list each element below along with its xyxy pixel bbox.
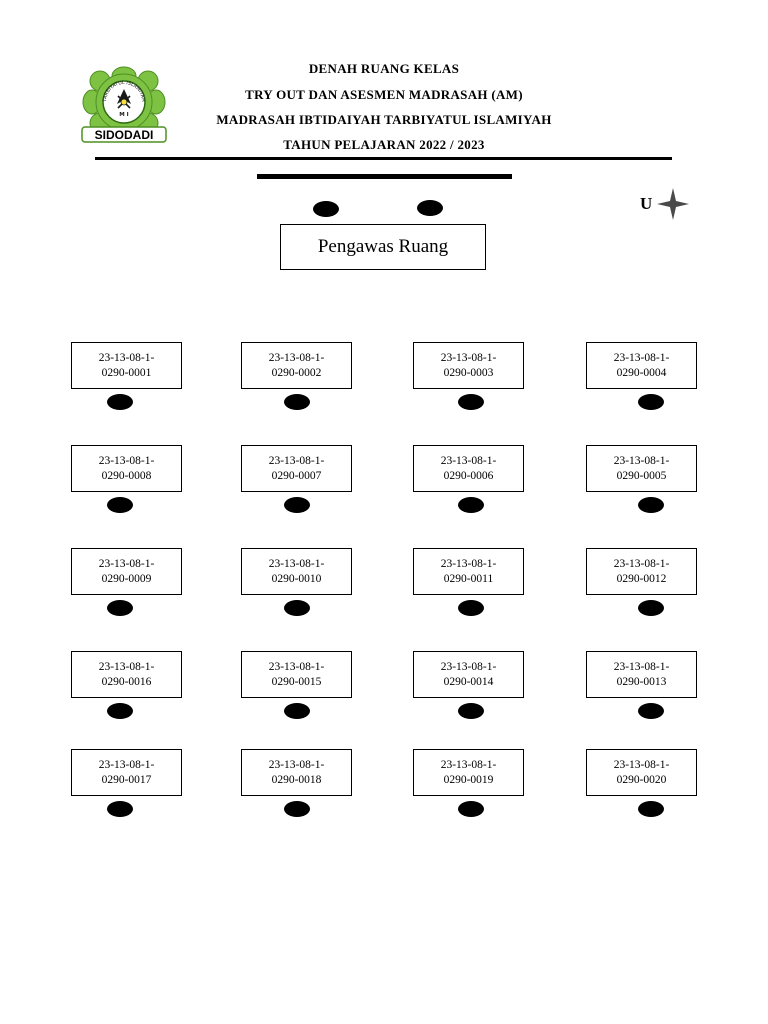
- student-desk: 23-13-08-1- 0290-0019: [413, 749, 524, 796]
- school-name: MADRASAH IBTIDAIYAH TARBIYATUL ISLAMIYAH: [216, 112, 552, 127]
- exam-number-line2: 0290-0003: [443, 366, 494, 379]
- student-chair: [284, 497, 310, 513]
- student-desk: 23-13-08-1- 0290-0020: [586, 749, 697, 796]
- exam-number-line1: 23-13-08-1-: [98, 557, 155, 570]
- exam-number-line2: 0290-0009: [101, 572, 152, 585]
- student-desk: 23-13-08-1- 0290-0011: [413, 548, 524, 595]
- logo-initials: M I: [119, 112, 128, 118]
- exam-number-line1: 23-13-08-1-: [98, 454, 155, 467]
- student-desk: 23-13-08-1- 0290-0008: [71, 445, 182, 492]
- student-desk: 23-13-08-1- 0290-0013: [586, 651, 697, 698]
- header-divider: [95, 157, 672, 160]
- exam-number-line2: 0290-0001: [101, 366, 152, 379]
- exam-number-line2: 0290-0017: [101, 773, 152, 786]
- student-desk: 23-13-08-1- 0290-0007: [241, 445, 352, 492]
- student-desk: 23-13-08-1- 0290-0006: [413, 445, 524, 492]
- exam-number-line2: 0290-0005: [616, 469, 667, 482]
- student-chair: [107, 801, 133, 817]
- supervisor-desk: Pengawas Ruang: [280, 224, 486, 270]
- student-chair: [107, 497, 133, 513]
- exam-number-line2: 0290-0020: [616, 773, 667, 786]
- logo-banner-text: SIDODADI: [95, 128, 154, 142]
- student-chair: [638, 703, 664, 719]
- student-chair: [638, 600, 664, 616]
- exam-number-line2: 0290-0015: [271, 675, 322, 688]
- document-title: DENAH RUANG KELAS: [308, 61, 460, 76]
- student-desk: 23-13-08-1- 0290-0016: [71, 651, 182, 698]
- student-chair: [458, 600, 484, 616]
- exam-number-line1: 23-13-08-1-: [613, 454, 670, 467]
- supervisor-chair-right: [417, 200, 443, 216]
- student-chair: [458, 497, 484, 513]
- student-chair: [638, 497, 664, 513]
- exam-number-line1: 23-13-08-1-: [613, 351, 670, 364]
- student-chair: [458, 703, 484, 719]
- academic-year: TAHUN PELAJARAN 2022 / 2023: [283, 137, 485, 152]
- school-logo: TARBIYATUL ISLAMIYAH M I SIDODADI: [81, 66, 167, 143]
- compass-star-icon: [657, 188, 689, 220]
- exam-number-line1: 23-13-08-1-: [440, 557, 497, 570]
- exam-number-line1: 23-13-08-1-: [98, 660, 155, 673]
- exam-number-line2: 0290-0016: [101, 675, 152, 688]
- exam-number-line1: 23-13-08-1-: [440, 351, 497, 364]
- student-desk: 23-13-08-1- 0290-0009: [71, 548, 182, 595]
- student-chair: [284, 394, 310, 410]
- exam-number-line1: 23-13-08-1-: [613, 758, 670, 771]
- whiteboard-bar: [257, 174, 512, 179]
- supervisor-label: Pengawas Ruang: [317, 236, 449, 257]
- student-chair: [458, 801, 484, 817]
- student-desk: 23-13-08-1- 0290-0018: [241, 749, 352, 796]
- exam-number-line2: 0290-0011: [443, 572, 494, 585]
- exam-number-line1: 23-13-08-1-: [613, 660, 670, 673]
- student-desk: 23-13-08-1- 0290-0017: [71, 749, 182, 796]
- exam-number-line2: 0290-0007: [271, 469, 322, 482]
- student-chair: [638, 801, 664, 817]
- student-chair: [638, 394, 664, 410]
- supervisor-chair-left: [313, 201, 339, 217]
- student-chair: [458, 394, 484, 410]
- student-chair: [284, 703, 310, 719]
- exam-number-line1: 23-13-08-1-: [268, 557, 325, 570]
- student-desk: 23-13-08-1- 0290-0014: [413, 651, 524, 698]
- student-desk: 23-13-08-1- 0290-0010: [241, 548, 352, 595]
- exam-number-line2: 0290-0008: [101, 469, 152, 482]
- student-desk: 23-13-08-1- 0290-0012: [586, 548, 697, 595]
- north-label: U: [640, 194, 653, 213]
- exam-number-line1: 23-13-08-1-: [268, 351, 325, 364]
- student-chair: [284, 600, 310, 616]
- exam-number-line1: 23-13-08-1-: [268, 454, 325, 467]
- exam-number-line1: 23-13-08-1-: [440, 758, 497, 771]
- exam-number-line2: 0290-0014: [443, 675, 494, 688]
- student-desk: 23-13-08-1- 0290-0005: [586, 445, 697, 492]
- exam-number-line2: 0290-0010: [271, 572, 322, 585]
- student-chair: [284, 801, 310, 817]
- student-desk: 23-13-08-1- 0290-0002: [241, 342, 352, 389]
- exam-number-line1: 23-13-08-1-: [98, 758, 155, 771]
- exam-number-line1: 23-13-08-1-: [268, 758, 325, 771]
- exam-number-line2: 0290-0002: [271, 366, 322, 379]
- exam-number-line2: 0290-0012: [616, 572, 667, 585]
- document-subtitle: TRY OUT DAN ASESMEN MADRASAH (AM): [245, 87, 523, 102]
- exam-number-line1: 23-13-08-1-: [440, 454, 497, 467]
- student-desk: 23-13-08-1- 0290-0001: [71, 342, 182, 389]
- exam-number-line2: 0290-0018: [271, 773, 322, 786]
- exam-number-line1: 23-13-08-1-: [98, 351, 155, 364]
- student-desk: 23-13-08-1- 0290-0003: [413, 342, 524, 389]
- exam-number-line2: 0290-0006: [443, 469, 494, 482]
- exam-number-line1: 23-13-08-1-: [268, 660, 325, 673]
- student-chair: [107, 600, 133, 616]
- exam-number-line2: 0290-0004: [616, 366, 667, 379]
- student-desk: 23-13-08-1- 0290-0015: [241, 651, 352, 698]
- student-desk: 23-13-08-1- 0290-0004: [586, 342, 697, 389]
- student-chair: [107, 394, 133, 410]
- exam-number-line1: 23-13-08-1-: [613, 557, 670, 570]
- compass: U: [640, 187, 692, 221]
- student-chair: [107, 703, 133, 719]
- exam-number-line1: 23-13-08-1-: [440, 660, 497, 673]
- exam-number-line2: 0290-0019: [443, 773, 494, 786]
- exam-number-line2: 0290-0013: [616, 675, 667, 688]
